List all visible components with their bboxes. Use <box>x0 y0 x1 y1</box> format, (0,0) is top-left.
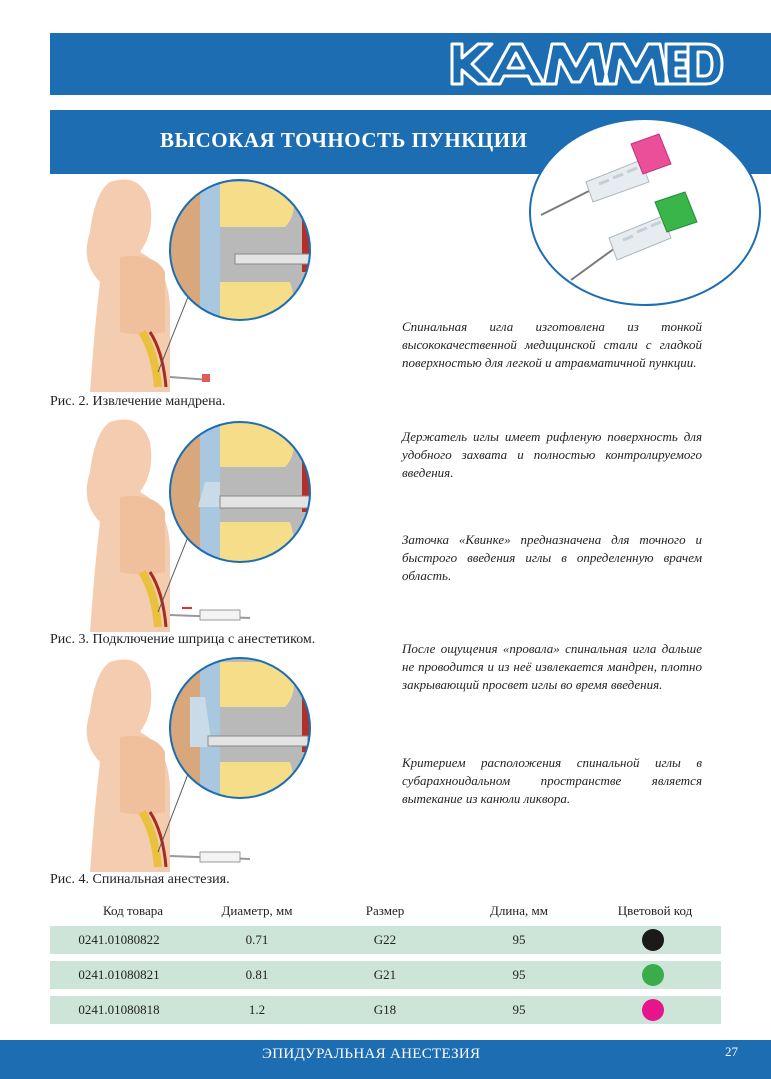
cell-diameter: 0.81 <box>245 967 269 982</box>
cell-code: 0241.01080821 <box>78 967 160 982</box>
page-title: ВЫСОКАЯ ТОЧНОСТЬ ПУНКЦИИ <box>160 128 528 152</box>
cell-size: G18 <box>373 1002 397 1017</box>
cell-diameter: 0.71 <box>245 932 269 947</box>
header-size: Размер <box>365 903 405 918</box>
green-needle-icon <box>570 191 698 281</box>
pink-needle-icon <box>540 133 672 216</box>
cell-length: 95 <box>512 1002 526 1017</box>
header-length: Длина, мм <box>490 903 548 918</box>
description-quincke-tip: Заточка «Квинке» предназначена для точно… <box>402 532 702 583</box>
footer-bar <box>0 1040 771 1079</box>
cell-code: 0241.01080818 <box>78 1002 160 1017</box>
cell-size: G21 <box>373 967 397 982</box>
description-needle-material: Спинальная игла изготовлена из тонкой вы… <box>402 319 702 370</box>
header-code: Код товара <box>102 903 164 918</box>
description-csf-criterion: Критерием расположения спинальной иглы в… <box>402 755 702 806</box>
header-color-code: Цветовой код <box>617 903 693 918</box>
table-row: 0241.01080822 0.71 G22 95 <box>50 926 721 954</box>
cell-length: 95 <box>512 967 526 982</box>
footer-section-title: ЭПИДУРАЛЬНАЯ АНЕСТЕЗИЯ <box>262 1046 481 1062</box>
cell-length: 95 <box>512 932 526 947</box>
color-code-pink-dot <box>642 999 664 1021</box>
color-code-black-dot <box>642 929 664 951</box>
cell-diameter: 1.2 <box>248 1002 266 1017</box>
figure-4-caption: Рис. 4. Спинальная анестезия. <box>50 872 230 887</box>
cell-size: G22 <box>373 932 397 947</box>
figure-4-illustration <box>86 657 311 872</box>
cell-code: 0241.01080822 <box>78 932 160 947</box>
figure-3-illustration <box>86 419 311 632</box>
color-code-green-dot <box>642 964 664 986</box>
needle-product-image <box>529 118 761 306</box>
figure-2-caption: Рис. 2. Извлечение мандрена. <box>50 394 226 409</box>
table-header: Код товара Диаметр, мм Размер Длина, мм … <box>50 903 771 923</box>
description-needle-holder: Держатель иглы имеет рифленую поверхност… <box>402 429 702 480</box>
header-diameter: Диаметр, мм <box>221 903 293 918</box>
description-stylet-removal: После ощущения «провала» спинальная игла… <box>402 641 702 692</box>
kammed-logo <box>450 42 724 86</box>
figure-2-illustration <box>86 179 311 392</box>
figure-3-caption: Рис. 3. Подключение шприца с анестетиком… <box>50 632 316 647</box>
table-row: 0241.01080821 0.81 G21 95 <box>50 961 721 989</box>
table-row: 0241.01080818 1.2 G18 95 <box>50 996 721 1024</box>
page-number: 27 <box>725 1044 738 1059</box>
